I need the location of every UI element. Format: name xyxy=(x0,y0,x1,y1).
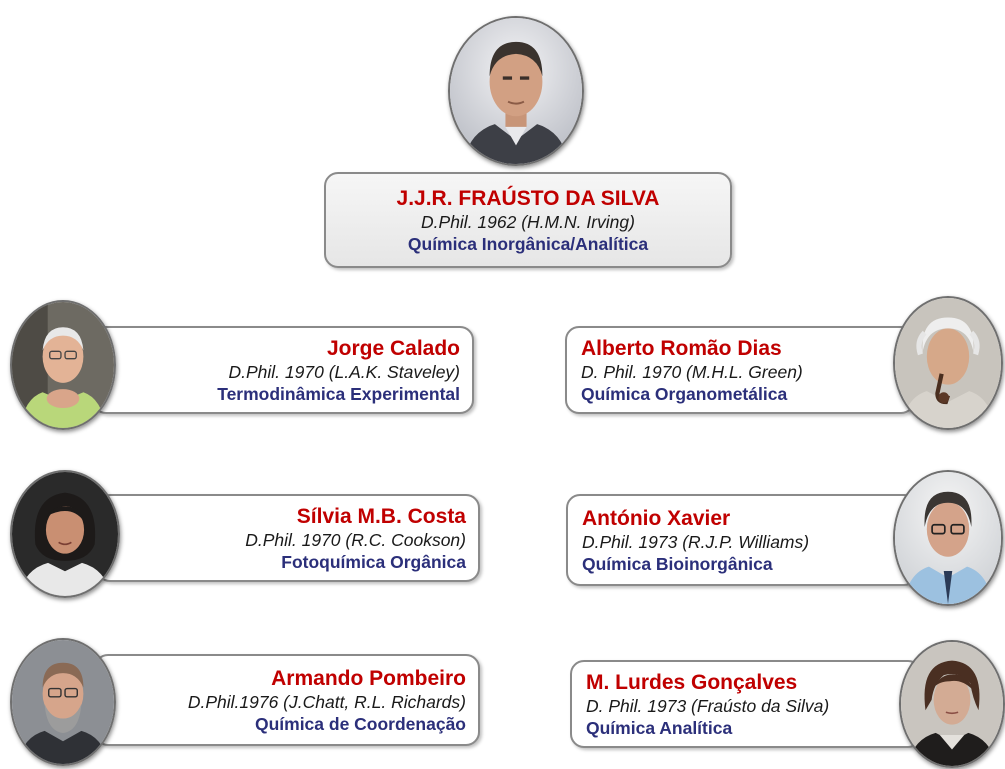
student-card-silvia-costa: Sílvia M.B. Costa D.Phil. 1970 (R.C. Coo… xyxy=(96,494,480,582)
student-degree: D.Phil.1976 (J.Chatt, R.L. Richards) xyxy=(187,691,466,712)
student-card-jorge-calado: Jorge Calado D.Phil. 1970 (L.A.K. Stavel… xyxy=(92,326,474,414)
portrait-antonio-xavier xyxy=(893,470,1003,606)
student-field: Química Organometálica xyxy=(581,383,788,404)
student-degree: D. Phil. 1973 (Fraústo da Silva) xyxy=(586,695,830,716)
student-name: Jorge Calado xyxy=(326,336,460,360)
student-degree: D.Phil. 1970 (L.A.K. Staveley) xyxy=(228,361,461,382)
root-card: J.J.R. FRAÚSTO DA SILVA D.Phil. 1962 (H.… xyxy=(324,172,732,268)
root-name: J.J.R. FRAÚSTO DA SILVA xyxy=(396,186,660,210)
portrait-jorge-calado xyxy=(10,300,116,430)
student-card-lurdes-goncalves: M. Lurdes Gonçalves D. Phil. 1973 (Fraús… xyxy=(570,660,922,748)
student-degree: D.Phil. 1970 (R.C. Cookson) xyxy=(245,529,466,550)
student-field: Termodinâmica Experimental xyxy=(217,383,460,404)
student-field: Fotoquímica Orgânica xyxy=(281,551,466,572)
student-name: Alberto Romão Dias xyxy=(581,336,782,360)
root-field: Química Inorgânica/Analítica xyxy=(407,233,649,254)
portrait-armando-pombeiro xyxy=(10,638,116,766)
portrait-silvia-costa xyxy=(10,470,120,598)
student-field: Química Analítica xyxy=(586,717,733,738)
student-field: Química de Coordenação xyxy=(254,713,466,734)
student-degree: D.Phil. 1973 (R.J.P. Williams) xyxy=(582,531,810,552)
student-name: Armando Pombeiro xyxy=(271,666,466,690)
student-name: M. Lurdes Gonçalves xyxy=(586,670,798,694)
student-card-antonio-xavier: António Xavier D.Phil. 1973 (R.J.P. Will… xyxy=(566,494,918,586)
portrait-alberto-romao-dias xyxy=(893,296,1003,430)
student-card-alberto-romao-dias: Alberto Romão Dias D. Phil. 1970 (M.H.L.… xyxy=(565,326,915,414)
student-name: António Xavier xyxy=(582,506,731,530)
student-field: Química Bioinorgânica xyxy=(582,553,773,574)
student-degree: D. Phil. 1970 (M.H.L. Green) xyxy=(581,361,803,382)
student-name: Sílvia M.B. Costa xyxy=(296,504,466,528)
root-degree: D.Phil. 1962 (H.M.N. Irving) xyxy=(421,211,635,232)
portrait-lurdes-goncalves xyxy=(899,640,1005,768)
portrait-frausto-da-silva xyxy=(448,16,584,166)
student-card-armando-pombeiro: Armando Pombeiro D.Phil.1976 (J.Chatt, R… xyxy=(94,654,480,746)
